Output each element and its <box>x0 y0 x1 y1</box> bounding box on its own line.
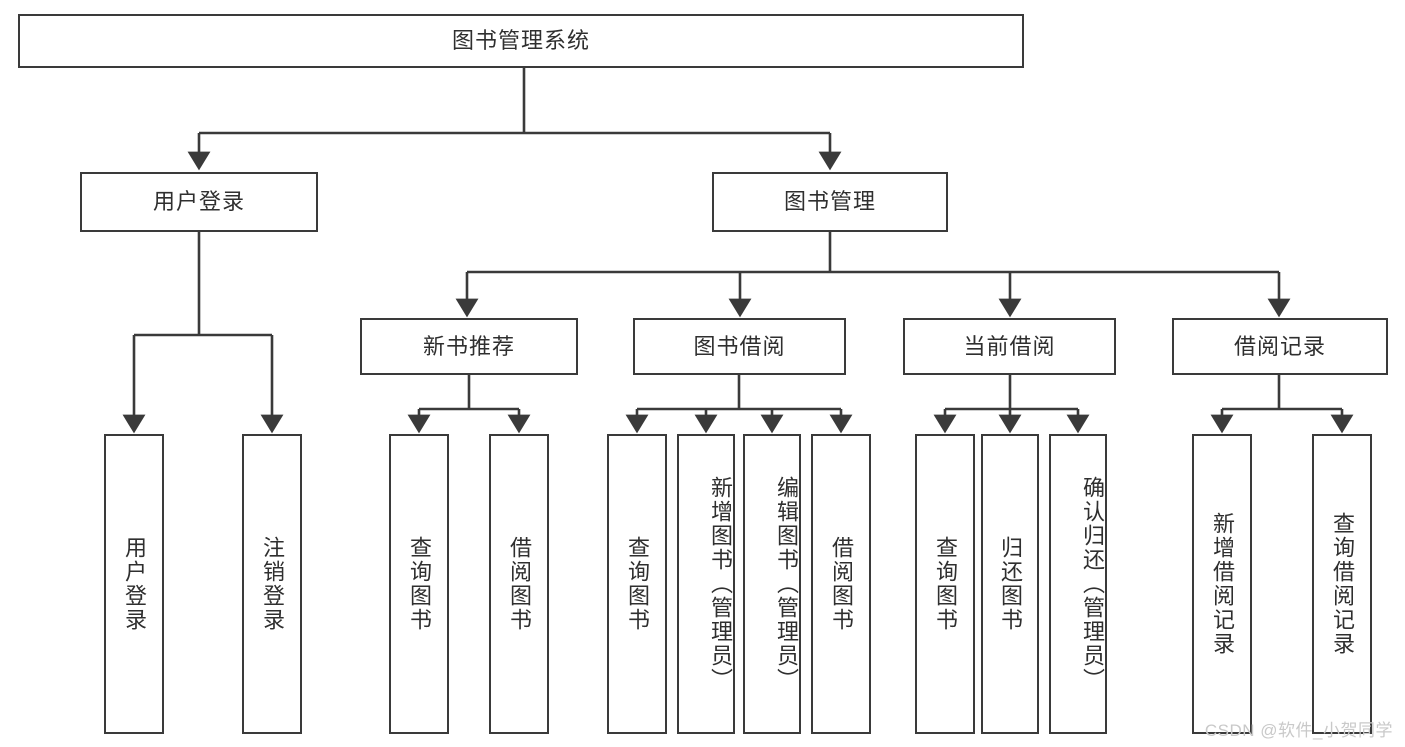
leaf-borrow-book-1-label: 借阅图书 <box>506 536 532 632</box>
leaf-add-book-admin-label: 新增图书（管理员） <box>708 476 733 692</box>
leaf-query-borrow-record[interactable]: 查询借阅记录 <box>1312 434 1372 734</box>
node-root[interactable]: 图书管理系统 <box>18 14 1024 68</box>
leaf-query-book-3-label: 查询图书 <box>932 536 958 632</box>
node-new-book-recommend-label: 新书推荐 <box>422 333 515 359</box>
leaf-return-book[interactable]: 归还图书 <box>981 434 1039 734</box>
leaf-confirm-return-admin-label: 确认归还（管理员） <box>1080 476 1105 692</box>
leaf-add-book-admin[interactable]: 新增图书（管理员） <box>677 434 735 734</box>
node-root-label: 图书管理系统 <box>451 28 590 54</box>
leaf-borrow-book-2-label: 借阅图书 <box>828 536 854 632</box>
leaf-add-borrow-record-label: 新增借阅记录 <box>1209 512 1235 656</box>
node-book-borrow[interactable]: 图书借阅 <box>633 318 846 375</box>
leaf-query-book-1[interactable]: 查询图书 <box>389 434 449 734</box>
node-borrow-record[interactable]: 借阅记录 <box>1172 318 1388 375</box>
leaf-logout-label: 注销登录 <box>259 536 285 632</box>
node-borrow-record-label: 借阅记录 <box>1233 333 1326 359</box>
csdn-watermark: CSDN @软件_小贺同学 <box>1204 721 1393 740</box>
node-book-borrow-label: 图书借阅 <box>693 333 786 359</box>
leaf-borrow-book-1[interactable]: 借阅图书 <box>489 434 549 734</box>
leaf-logout[interactable]: 注销登录 <box>242 434 302 734</box>
leaf-return-book-label: 归还图书 <box>997 536 1023 632</box>
leaf-query-book-1-label: 查询图书 <box>406 536 432 632</box>
node-current-borrow-label: 当前借阅 <box>963 333 1056 359</box>
leaf-query-book-2-label: 查询图书 <box>624 536 650 632</box>
leaf-edit-book-admin[interactable]: 编辑图书（管理员） <box>743 434 801 734</box>
leaf-user-login[interactable]: 用户登录 <box>104 434 164 734</box>
node-new-book-recommend[interactable]: 新书推荐 <box>360 318 578 375</box>
leaf-edit-book-admin-label: 编辑图书（管理员） <box>774 476 799 692</box>
leaf-borrow-book-2[interactable]: 借阅图书 <box>811 434 871 734</box>
leaf-query-book-3[interactable]: 查询图书 <box>915 434 975 734</box>
node-user-login[interactable]: 用户登录 <box>80 172 318 232</box>
leaf-user-login-label: 用户登录 <box>121 536 147 632</box>
leaf-query-borrow-record-label: 查询借阅记录 <box>1329 512 1355 656</box>
node-current-borrow[interactable]: 当前借阅 <box>903 318 1116 375</box>
node-book-management-label: 图书管理 <box>783 189 876 215</box>
leaf-add-borrow-record[interactable]: 新增借阅记录 <box>1192 434 1252 734</box>
leaf-query-book-2[interactable]: 查询图书 <box>607 434 667 734</box>
node-user-login-label: 用户登录 <box>152 189 245 215</box>
node-book-management[interactable]: 图书管理 <box>712 172 948 232</box>
leaf-confirm-return-admin[interactable]: 确认归还（管理员） <box>1049 434 1107 734</box>
